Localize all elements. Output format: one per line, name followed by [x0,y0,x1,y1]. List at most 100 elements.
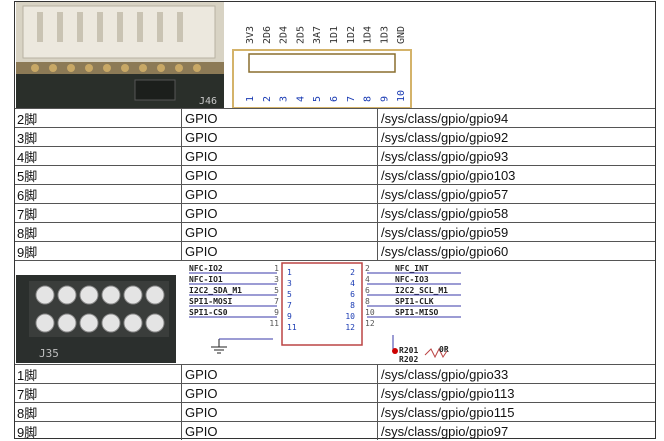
pin-name-label: 1D3 [379,26,390,44]
resistor-r201: R201 [399,346,418,355]
left-signal-label: I2C2_SDA_M1 [189,286,242,295]
pin-number-label: 6 [329,96,340,102]
header-pin [145,313,165,333]
resistor-r202: R202 [399,355,418,364]
right-signal-label: NFC-IO3 [395,275,429,284]
header-pin [123,313,143,333]
pin-number-label: 4 [295,96,306,102]
header-pin [35,285,55,305]
path-cell: /sys/class/gpio/gpio93 [377,147,655,165]
pin-name-label: 1D4 [363,26,374,44]
pin-number-label: 7 [346,96,357,102]
resistor-symbol [424,347,448,359]
right-signal-label: SPI1-MISO [395,308,439,317]
right-signal-label: SPI1-CLK [395,297,434,306]
table-row: 2脚 GPIO/sys/class/gpio/gpio94 [15,108,655,127]
j35-photo: J35 [16,275,176,363]
junction-dot [392,348,398,354]
header-pin [57,313,77,333]
left-signal-label: SPI1-MOSI [189,297,233,306]
path-cell: /sys/class/gpio/gpio92 [377,128,655,146]
type-cell: GPIO [181,403,377,421]
chip-right-pin: 6 [350,290,355,299]
connector-photo: J46 [16,2,224,108]
path-cell: /sys/class/gpio/gpio97 [377,422,655,440]
pin-name-label: 1D2 [346,26,357,44]
table-row: 8脚 GPIO/sys/class/gpio/gpio59 [15,222,655,241]
header-pin [145,285,165,305]
path-cell: /sys/class/gpio/gpio58 [377,204,655,222]
type-cell: GPIO [181,384,377,402]
pin-cell: 1脚 [17,367,38,383]
chip-right-pin: 4 [350,279,355,288]
pin-name-label: 3A7 [312,26,323,44]
type-cell: GPIO [181,185,377,203]
type-cell: GPIO [181,147,377,165]
path-cell: /sys/class/gpio/gpio94 [377,109,655,127]
pin-cell: 8脚 [17,405,38,421]
chip-left-pin: 11 [287,323,297,332]
right-pin-number: 10 [365,308,375,317]
pin-cell: 9脚 [17,244,38,260]
type-cell: GPIO [181,109,377,127]
pin-cell: 5脚 [17,168,38,184]
table-row: 9脚 GPIO/sys/class/gpio/gpio97 [15,421,655,440]
type-cell: GPIO [181,128,377,146]
left-pin-number: 3 [274,275,279,284]
header-pin [123,285,143,305]
header-pin [101,285,121,305]
mid-connector-figure: J35 NFC-IO2NFC-IO1I2C2_SDA_M1SPI1-MOSISP… [16,262,461,364]
chip-left-pin: 1 [287,268,292,277]
table-row: 4脚 GPIO/sys/class/gpio/gpio93 [15,146,655,165]
pin-cell: 2脚 [17,111,38,127]
right-signal-label: NFC_INT [395,264,429,273]
chip-right-pin: 10 [345,312,355,321]
header-pin [57,285,77,305]
table-row: 5脚 GPIO/sys/class/gpio/gpio103 [15,165,655,184]
type-cell: GPIO [181,166,377,184]
pin-name-label: GND [396,26,407,44]
type-cell: GPIO [181,422,377,440]
header-pin [79,285,99,305]
pin-cell: 8脚 [17,225,38,241]
right-pin-number: 8 [365,297,370,306]
pin-number-label: 8 [363,96,374,102]
resistor-value: 0R [439,345,449,354]
path-cell: /sys/class/gpio/gpio103 [377,166,655,184]
right-pin-number: 4 [365,275,370,284]
pin-number-label: 5 [312,96,323,102]
path-cell: /sys/class/gpio/gpio60 [377,242,655,260]
chip-left-pin: 9 [287,312,292,321]
header-pin [35,313,55,333]
pin-name-label: 2D4 [279,26,290,44]
type-cell: GPIO [181,223,377,241]
path-cell: /sys/class/gpio/gpio113 [377,384,655,402]
chip-right-pin: 2 [350,268,355,277]
pin-cell: 4脚 [17,149,38,165]
pin-number-label: 9 [379,96,390,102]
left-pin-number: 5 [274,286,279,295]
chip-left-pin: 5 [287,290,292,299]
path-cell: /sys/class/gpio/gpio59 [377,223,655,241]
pin-number-label: 2 [262,96,273,102]
left-signal-label: SPI1-CS0 [189,308,228,317]
left-pin-number: 9 [274,308,279,317]
type-cell: GPIO [181,242,377,260]
pin-cell: 6脚 [17,187,38,203]
right-pin-number: 12 [365,319,375,328]
pin-cell: 9脚 [17,424,38,440]
table-row: 8脚 GPIO/sys/class/gpio/gpio115 [15,402,655,421]
right-signal-label: I2C2_SCL_M1 [395,286,448,295]
pin-name-label: 2D5 [295,26,306,44]
pin-name-label: 1D1 [329,26,340,44]
pin-name-label: 3V3 [245,26,256,44]
pin-number-label: 1 [245,96,256,102]
left-pin-number: 11 [269,319,279,328]
mid-board-label: J35 [39,347,59,360]
path-cell: /sys/class/gpio/gpio115 [377,403,655,421]
ground-symbol [211,338,273,354]
